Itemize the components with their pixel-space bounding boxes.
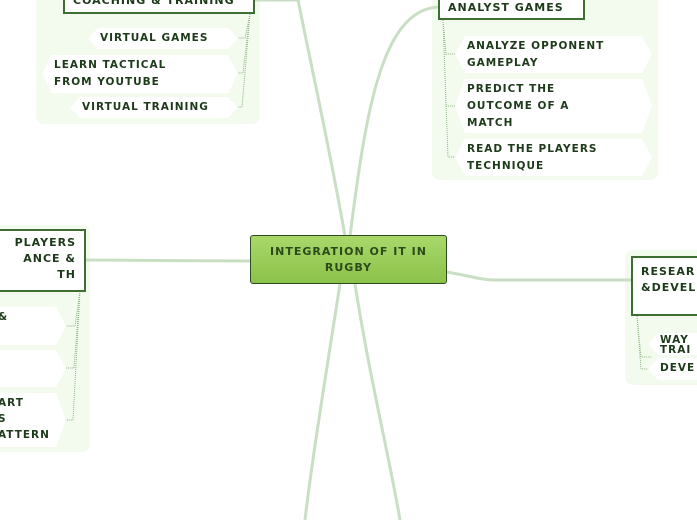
coaching-title[interactable]: COACHING & TRAINING [63,0,255,14]
analyst-item-analyze-opponent[interactable]: ANALYZE OPPONENT GAMEPLAY [455,36,652,73]
coaching-item-learn-tactical[interactable]: LEARN TACTICAL FROM YOUTUBE [42,55,238,93]
research-title[interactable]: RESEAR &DEVEL [631,256,697,316]
players-item-3[interactable]: ART S ATTERN [0,393,66,447]
coaching-item-virtual-training[interactable]: VIRTUAL TRAINING [70,97,238,118]
central-topic-label: INTEGRATION OF IT IN RUGBY [270,244,427,274]
coaching-item-virtual-games[interactable]: VIRTUAL GAMES [88,28,238,49]
research-item-1[interactable]: WAY TRAI [648,333,697,355]
analyst-item-predict-outcome[interactable]: PREDICT THE OUTCOME OF A MATCH [455,79,652,133]
analyst-item-read-technique[interactable]: READ THE PLAYERS TECHNIQUE [455,139,652,176]
players-item-2[interactable] [0,350,66,387]
players-item-1[interactable]: & [0,307,66,345]
central-topic[interactable]: INTEGRATION OF IT IN RUGBY [250,235,447,284]
research-item-2[interactable]: DEVE [648,358,697,380]
analyst-title[interactable]: ANALYST GAMES [438,0,585,20]
players-title[interactable]: PLAYERS ANCE & TH [0,229,86,292]
